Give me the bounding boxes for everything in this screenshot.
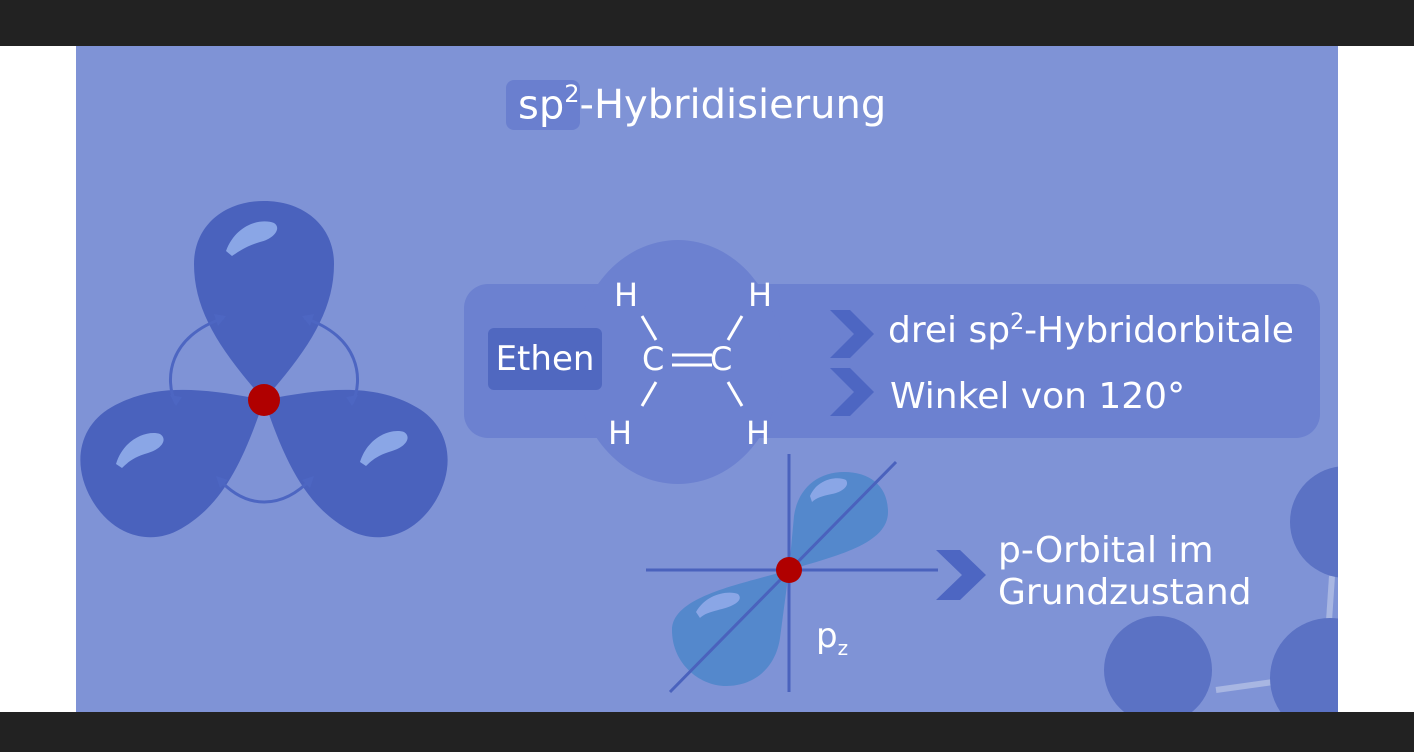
hydrogen-atom: H bbox=[608, 414, 633, 452]
molecule-name-badge: Ethen bbox=[488, 328, 602, 390]
background-molecule-decoration bbox=[1104, 466, 1338, 712]
letterbox-left bbox=[0, 46, 76, 712]
double-chevron-arrow-icon bbox=[830, 368, 874, 416]
nucleus-dot-icon bbox=[776, 557, 802, 583]
p-orbital-model bbox=[646, 454, 938, 694]
arrow-heads bbox=[170, 314, 358, 488]
sp2-orbital-model bbox=[80, 201, 448, 538]
nucleus-dot-icon bbox=[248, 384, 280, 416]
orbital-lobe-left bbox=[80, 389, 264, 538]
slide: sp2-Hybridisierung Ethen H H H H C C dre… bbox=[76, 46, 1338, 712]
ethen-bonds bbox=[640, 315, 744, 407]
p-orbital-caption-line2: Grundzustand bbox=[998, 572, 1252, 613]
title-highlight: sp2 bbox=[506, 79, 580, 131]
double-chevron-arrow-icon bbox=[830, 310, 874, 358]
hydrogen-atom: H bbox=[614, 276, 639, 314]
p-orbital-caption-line1: p-Orbital im bbox=[998, 530, 1214, 571]
angle-arrows bbox=[169, 316, 359, 504]
bullet-hybrid-orbitals: drei sp2-Hybridorbitale bbox=[888, 310, 1294, 351]
scene-graphics bbox=[80, 201, 1338, 712]
double-chevron-arrow-icon bbox=[936, 550, 986, 600]
hydrogen-atom: H bbox=[746, 414, 771, 452]
bullet-chevrons bbox=[830, 310, 986, 600]
page-title: sp2-Hybridisierung bbox=[506, 72, 886, 138]
lobe-highlight bbox=[360, 431, 408, 466]
lobe-highlight bbox=[226, 221, 278, 256]
lobe-highlight bbox=[116, 433, 164, 468]
carbon-atom-left: C bbox=[642, 340, 665, 378]
hydrogen-atom: H bbox=[748, 276, 773, 314]
p-orbital-caption: p-Orbital im Grundzustand bbox=[998, 530, 1252, 614]
letterbox-right bbox=[1338, 46, 1414, 712]
orbital-lobe-right bbox=[264, 389, 448, 538]
bullet-bond-angle: Winkel von 120° bbox=[890, 376, 1186, 417]
molecule-bubble bbox=[574, 240, 782, 484]
carbon-atom-right: C bbox=[710, 340, 733, 378]
pz-label: pz bbox=[816, 616, 849, 660]
